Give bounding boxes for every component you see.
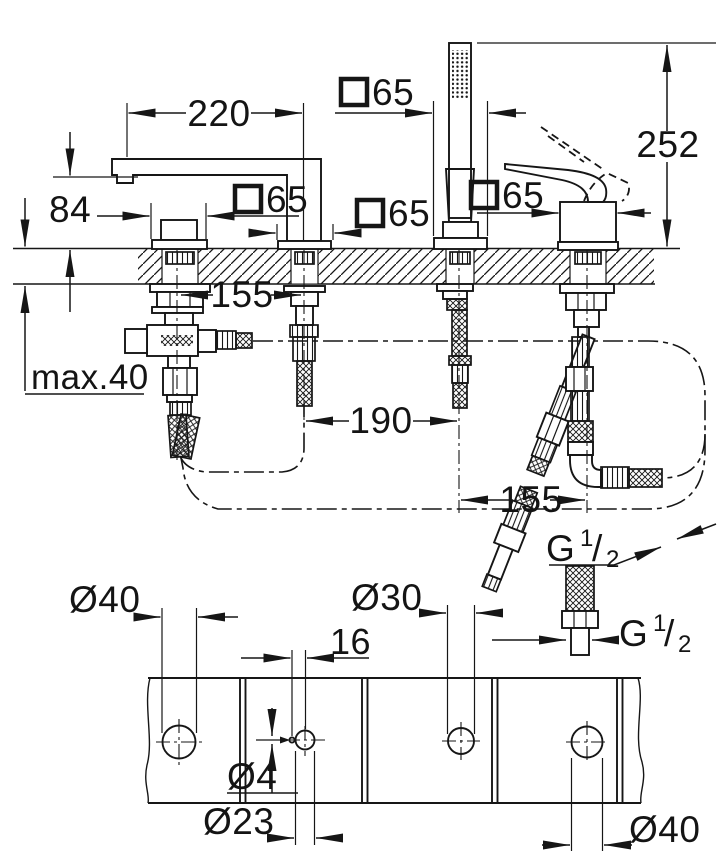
deck-cross-section — [13, 247, 680, 285]
mixer-supply-hoses — [481, 283, 663, 593]
dimension-annotations: 220 65 252 — [20, 42, 717, 658]
dim-label-esc-mixer: 65 — [502, 175, 544, 216]
spout-escutcheon — [277, 240, 332, 250]
hose-thread-end — [481, 573, 503, 593]
square-symbol — [338, 76, 370, 108]
dim-label-deck-thickness: max.40 — [31, 358, 149, 397]
holder-escutcheon — [433, 237, 488, 250]
dim-thread-fitting: G 1 / 2 — [492, 610, 692, 658]
hose-routing-centerline — [179, 340, 706, 510]
hose-elbow — [569, 454, 602, 488]
dim-spout-height: 84 — [49, 132, 138, 312]
thread-letter: G — [546, 528, 575, 569]
dim-label-esc-spout: 65 — [388, 193, 430, 234]
mixer-escutcheon — [557, 241, 619, 251]
plan-break-left — [145, 677, 151, 804]
hand-shower — [433, 42, 488, 250]
thread-slash: / — [664, 613, 675, 654]
thread-num: 1 — [653, 610, 667, 637]
square-symbol — [232, 183, 264, 215]
shutoff-handle — [151, 219, 208, 250]
dim-plan-dia-right: Ø40 — [542, 758, 700, 851]
pilot-leader-arrow — [280, 736, 290, 744]
lever-mixer — [504, 126, 630, 251]
dim-cc-left: 155 — [181, 274, 301, 315]
dim-plan-dia-pilot: Ø4 — [227, 708, 298, 797]
dim-max-deck-thickness: max.40 — [20, 198, 149, 397]
shower-hose-end-fitting — [561, 565, 599, 656]
thread-den: 2 — [678, 631, 692, 658]
plan-break-right — [637, 677, 645, 804]
shank-through-deck-4 — [569, 249, 607, 284]
dim-plan-offset: 16 — [241, 621, 371, 736]
holder-connection-hose — [436, 283, 474, 409]
plan-dimensions: Ø40 Ø30 16 Ø4 — [69, 577, 700, 851]
dim-label-dia-spout: Ø23 — [203, 801, 274, 842]
mixer-hose-vertical — [565, 336, 663, 489]
spout-body — [111, 158, 322, 242]
thread-den: 2 — [606, 546, 620, 573]
dim-label-cc-mid: 190 — [349, 400, 412, 441]
dim-cc-right: 155 — [461, 479, 585, 520]
dim-label-offset: 16 — [330, 621, 371, 662]
mixer-lever-raised-dashed — [540, 126, 630, 202]
thread-letter: G — [619, 613, 648, 654]
dim-label-esc-holder: 65 — [372, 72, 414, 113]
dim-total-height: 252 — [477, 42, 716, 247]
shower-hose-branch — [662, 433, 706, 479]
dim-label-dia-right: Ø40 — [629, 809, 700, 850]
thread-slash: / — [592, 528, 603, 569]
dim-escutcheon-spout: 65 — [248, 193, 430, 240]
bath-spout — [111, 158, 332, 250]
holder-base — [442, 221, 479, 239]
dim-label-cc-right: 155 — [499, 479, 562, 520]
dim-plan-dia-left: Ø40 — [69, 579, 238, 733]
shank-through-deck-1 — [161, 249, 199, 284]
dim-label-cc-left: 155 — [210, 274, 273, 315]
dim-escutcheon-holder: 65 — [335, 72, 526, 236]
dim-label-reach: 220 — [187, 93, 250, 134]
diverter-side-outlet — [235, 332, 253, 349]
dim-escutcheon-handle: 65 — [97, 179, 308, 239]
diverter-valve-assembly — [124, 283, 253, 461]
dim-label-total-height: 252 — [636, 124, 699, 165]
handle-escutcheon — [151, 239, 208, 250]
dim-plan-dia-spout: Ø23 — [203, 751, 343, 845]
shank-through-deck-3 — [445, 249, 475, 284]
dim-spout-reach: 220 — [126, 93, 305, 240]
dim-escutcheon-mixer: 65 — [468, 175, 651, 218]
dim-label-dia-mid: Ø30 — [351, 577, 422, 618]
centerlines — [176, 250, 588, 513]
deck-hatching — [138, 249, 654, 284]
dim-label-dia-pilot: Ø4 — [227, 756, 277, 797]
mixer-body — [559, 201, 617, 243]
handle-knob — [160, 219, 198, 241]
hole-centermarks — [156, 719, 608, 765]
shower-hose-routing-path — [180, 340, 706, 510]
spray-face — [452, 50, 468, 98]
dim-cc-mid: 190 — [306, 400, 457, 441]
deck-joints — [239, 678, 624, 803]
thread-num: 1 — [580, 525, 594, 552]
dim-label-dia-left: Ø40 — [69, 579, 140, 620]
plan-view: Ø40 Ø30 16 Ø4 — [69, 577, 700, 851]
side-view: 220 65 252 — [13, 42, 717, 658]
dim-plan-dia-mid: Ø30 — [351, 577, 503, 734]
spout-hose-routing-path — [179, 404, 305, 473]
dim-thread-diagonal: G 1 / 2 — [546, 523, 717, 573]
square-symbol — [468, 179, 500, 211]
dim-label-esc-handle: 65 — [266, 179, 308, 220]
mixer-lever — [504, 162, 608, 203]
dim-label-spout-height: 84 — [49, 189, 91, 230]
square-symbol — [354, 197, 386, 229]
mounting-deck-plan — [145, 677, 645, 804]
